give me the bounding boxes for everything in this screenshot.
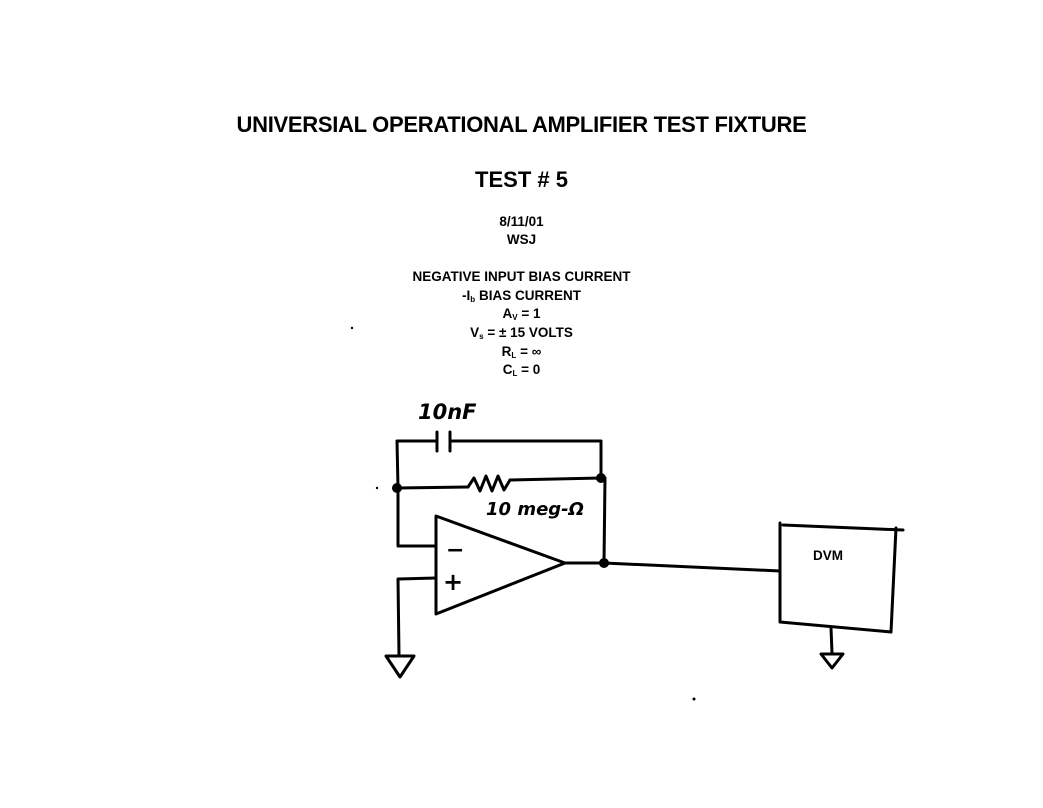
inverting-input-wire xyxy=(396,486,438,548)
test-author: WSJ xyxy=(506,232,537,247)
supply-line: Vs = ± 15 VOLTS xyxy=(0,324,1043,346)
supply-sub: s xyxy=(479,332,484,341)
dvm-box xyxy=(778,521,905,634)
gain-prefix: A xyxy=(502,306,513,321)
ground-icon xyxy=(384,654,416,679)
opamp-inverting-label: − xyxy=(446,538,464,563)
capacitor-wire xyxy=(395,439,603,490)
test-number: TEST # 5 xyxy=(475,167,568,192)
opamp-symbol xyxy=(434,514,567,616)
scan-speck xyxy=(375,486,379,490)
bias-suffix: BIAS CURRENT xyxy=(475,288,581,303)
gain-sub: V xyxy=(512,313,518,322)
page-title: UNIVERSIAL OPERATIONAL AMPLIFIER TEST FI… xyxy=(236,112,807,137)
bias-sub: b xyxy=(470,295,476,304)
dvm-ground-wire xyxy=(829,626,834,655)
bias-prefix: -I xyxy=(462,288,471,303)
scan-speck xyxy=(350,326,354,330)
test-description: NEGATIVE INPUT BIAS CURRENT xyxy=(412,269,631,284)
gain-line: AV = 1 xyxy=(0,305,1043,327)
output-junction xyxy=(599,558,609,568)
gain-suffix: = 1 xyxy=(517,306,541,321)
supply-prefix: V xyxy=(470,325,480,340)
capacitor-label: 10nF xyxy=(418,400,477,424)
load-c-prefix: C xyxy=(502,362,513,377)
load-capacitance-line: CL = 0 xyxy=(0,361,1043,383)
opamp-noninverting-label: + xyxy=(443,568,463,596)
resistor-wire xyxy=(396,476,603,490)
noninverting-input-wire xyxy=(396,576,438,657)
load-r-prefix: R xyxy=(501,344,512,359)
load-c-sub: L xyxy=(512,369,518,378)
dvm-label: DVM xyxy=(813,548,843,563)
capacitor-symbol xyxy=(435,430,452,453)
resistor-label: 10 meg-Ω xyxy=(486,499,584,520)
dvm-ground-icon xyxy=(819,652,845,670)
load-resistance-line: RL = ∞ xyxy=(0,343,1043,365)
test-date: 8/11/01 xyxy=(499,214,544,229)
bias-current-line: -Ib BIAS CURRENT xyxy=(0,287,1043,309)
load-r-suffix: = ∞ xyxy=(516,344,542,359)
load-c-suffix: = 0 xyxy=(517,362,541,377)
output-wire xyxy=(563,476,782,573)
supply-suffix: = ± 15 VOLTS xyxy=(483,325,573,340)
load-r-sub: L xyxy=(511,351,517,360)
scan-speck xyxy=(692,697,696,701)
resistor-symbol xyxy=(466,474,512,493)
